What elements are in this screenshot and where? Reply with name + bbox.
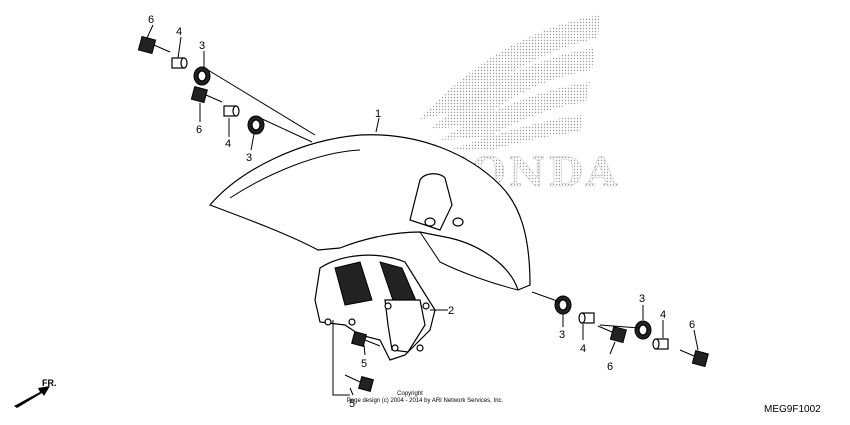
callout-5-stay-upper: 5 [361, 358, 367, 370]
callout-6-mid-left: 6 [196, 124, 202, 136]
collar-mid-left [223, 105, 240, 117]
bolt-stay-lower [344, 374, 374, 392]
bolt-stay-upper [351, 331, 381, 347]
grommet-lower-right [554, 295, 572, 315]
front-direction-label: FR. [42, 378, 57, 388]
fender-stay [314, 254, 436, 361]
front-fender [208, 134, 531, 291]
callout-4-far-right: 4 [660, 309, 666, 321]
callout-4-mid-left: 4 [225, 138, 231, 150]
callout-3-mid-left: 3 [246, 152, 252, 164]
bolt-upper-left [137, 35, 171, 55]
leader-lines [146, 24, 699, 396]
callout-4-upper-left: 4 [176, 26, 182, 38]
grommet-mid-left [247, 115, 265, 135]
figure-code: MEG9F1002 [764, 404, 821, 415]
bolt-far-right [679, 349, 709, 368]
callout-4-lower-right: 4 [580, 343, 586, 355]
callout-6-upper-left: 6 [148, 14, 154, 26]
copyright-label: Copyright [397, 391, 423, 397]
grommet-upper-left [193, 66, 211, 86]
collar-upper-left [171, 57, 188, 69]
callout-6-far-right: 6 [689, 319, 695, 331]
callout-3-far-right: 3 [639, 293, 645, 305]
callout-2-stay: 2 [448, 305, 454, 317]
callout-1-fender: 1 [375, 108, 381, 120]
callout-3-upper-left: 3 [199, 40, 205, 52]
front-direction-arrow: FR. [14, 378, 57, 408]
collar-lower-right [578, 312, 595, 324]
callout-3-lower-right: 3 [559, 329, 565, 341]
collar-far-right [652, 338, 669, 350]
callout-6-lower-right: 6 [607, 361, 613, 373]
copyright-notice: Page design (c) 2004 - 2014 by ARI Netwo… [347, 398, 504, 404]
bolt-mid-left [190, 86, 223, 104]
grommet-far-right [634, 320, 652, 340]
callout-5-stay-lower: 5 [349, 398, 355, 410]
bolt-lower-right [597, 325, 627, 344]
